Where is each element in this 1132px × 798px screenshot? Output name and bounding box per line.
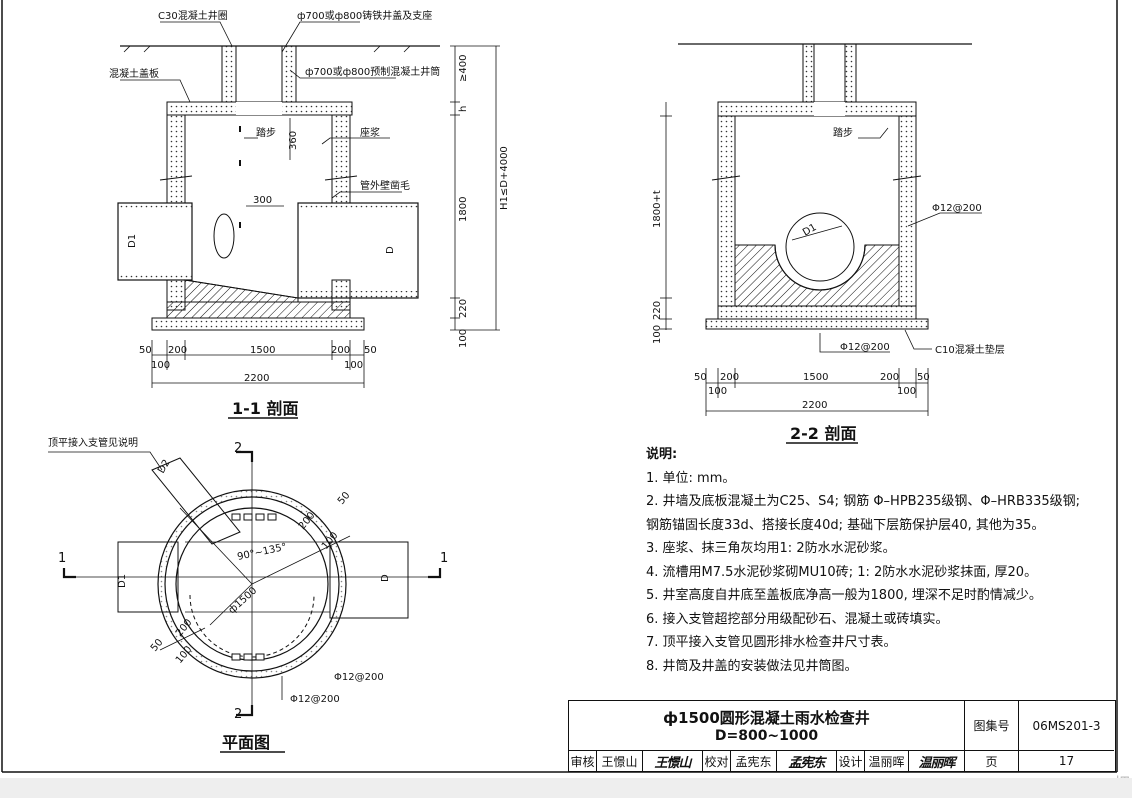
section-2-2-title: 2-2 剖面 [790, 424, 856, 443]
bottom-bar [0, 778, 1132, 798]
plan-title: 平面图 [222, 733, 270, 752]
dim2-b-200r: 200 [880, 372, 899, 383]
dim-b-200l: 200 [168, 345, 187, 356]
plan-rebar-1: Φ12@200 [334, 672, 384, 683]
label-c10-cushion: C10混凝土垫层 [935, 343, 1005, 356]
review-label: 审核 [569, 751, 597, 771]
label-c30-ring: C30混凝土井圈 [158, 9, 228, 22]
label-rebar-2a: Φ12@200 [932, 203, 982, 214]
dim-b-50r: 50 [364, 345, 377, 356]
plan-D2: D2 [156, 458, 173, 476]
dim-1800: 1800 [458, 197, 469, 222]
dim-400: ≥400 [458, 55, 469, 82]
dim-h: h [458, 106, 469, 112]
cut-mark-1-left: 1 [58, 551, 66, 566]
label-concrete-slab: 混凝土盖板 [109, 67, 159, 80]
label-mortar: 座浆 [360, 126, 380, 139]
notes-block: 说明: 1. 单位: mm。 2. 井墙及底板混凝土为C25、S4; 钢筋 Φ–… [646, 443, 1106, 678]
design-name: 温丽晖 [865, 751, 909, 771]
cut-mark-1-right: 1 [440, 551, 448, 566]
plan-D1: D1 [117, 574, 128, 588]
dim-1800t: 1800+t [652, 190, 663, 228]
dim-300: 300 [253, 195, 272, 206]
drawing-subtitle: D=800~1000 [714, 728, 819, 744]
dim-H1: H1≤D+4000 [499, 146, 510, 210]
plan-diameter: ф1500 [227, 585, 260, 616]
note-4: 4. 流槽用M7.5水泥砂浆砌MU10砖; 1: 2防水水泥砂浆抹面, 厚20。 [646, 564, 1038, 580]
note-7: 7. 顶平接入支管见圆形排水检查井尺寸表。 [646, 635, 897, 650]
check-signature: 孟宪东 [777, 751, 837, 771]
check-label: 校对 [703, 751, 731, 771]
note-3: 3. 座浆、抹三角灰均用1: 2防水水泥砂浆。 [646, 541, 896, 556]
plan-angle: 90°~135° [236, 542, 287, 563]
dim2-total: 2200 [802, 400, 827, 411]
note-8: 8. 井筒及井盖的安装做法见井筒图。 [646, 658, 858, 674]
label-precast-barrel: ф700或ф800预制混凝土井筒 [305, 65, 440, 78]
atlas-label: 图集号 [965, 701, 1019, 751]
dim2-b-50r: 50 [917, 372, 930, 383]
note-5: 5. 井室高度自井底至盖板底净高一般为1800, 埋深不足时酌情减少。 [646, 588, 1042, 603]
note-1: 1. 单位: mm。 [646, 470, 736, 486]
dim-100: 100 [458, 329, 469, 348]
label-top-branch: 顶平接入支管见说明 [48, 436, 138, 449]
drawing-title: ф1500圆形混凝土雨水检查井 [663, 709, 870, 727]
note-2: 2. 井墙及底板混凝土为C25、S4; 钢筋 Φ–HPB235级钢、Φ–HRB3… [646, 494, 1081, 509]
plan-dim-50a: 50 [336, 490, 353, 507]
dim2-b-50l: 50 [694, 372, 707, 383]
review-name: 王憬山 [597, 751, 643, 771]
dim-b-50l: 50 [139, 345, 152, 356]
dim-total: 2200 [244, 373, 269, 384]
title-block-title: ф1500圆形混凝土雨水检查井 D=800~1000 [569, 701, 965, 751]
dim-b-100r: 100 [344, 360, 363, 371]
note-2-cont: 钢筋锚固长度33d、搭接长度40d; 基础下层筋保护层40, 其他为35。 [646, 517, 1045, 533]
label-rebar-2b: Φ12@200 [840, 342, 890, 353]
page-number: 17 [1058, 754, 1075, 768]
section-2-2 [660, 43, 982, 444]
dim-b-1500: 1500 [250, 345, 275, 356]
label-cast-iron-cover: ф700或ф800铸铁井盖及支座 [297, 9, 432, 22]
pipe-D1: D1 [127, 234, 138, 248]
label-step-1: 踏步 [256, 126, 276, 139]
section-1-1-title: 1-1 剖面 [232, 399, 298, 418]
dim-b-100l: 100 [151, 360, 170, 371]
atlas-number: 06MS201-3 [1019, 701, 1114, 751]
dim-100-2: 100 [652, 325, 663, 344]
section-1-1 [117, 21, 500, 419]
plan-view [48, 450, 442, 753]
check-name: 孟宪东 [731, 751, 777, 771]
dim-220-2: 220 [652, 301, 663, 320]
dim2-b-200l: 200 [720, 372, 739, 383]
dim-b-200r: 200 [331, 345, 350, 356]
cut-mark-2-bottom: 2 [234, 707, 242, 722]
page-label: 页 [965, 751, 1019, 771]
plan-rebar-2: Φ12@200 [290, 694, 340, 705]
review-signature: 王憬山 [643, 751, 703, 771]
pipe-D: D [385, 246, 396, 254]
design-label: 设计 [837, 751, 865, 771]
label-step-2: 踏步 [833, 126, 853, 139]
title-block: ф1500圆形混凝土雨水检查井 D=800~1000 图集号 06MS201-3… [568, 700, 1116, 772]
cut-mark-2-top: 2 [234, 441, 242, 456]
dim-360: 360 [288, 131, 299, 150]
dim2-b-100l: 100 [708, 386, 727, 397]
plan-dim-50b: 50 [149, 637, 166, 654]
plan-dim-200b: 200 [174, 617, 195, 639]
dim2-b-1500: 1500 [803, 372, 828, 383]
plan-D: D [380, 574, 391, 582]
dim2-b-100r: 100 [897, 386, 916, 397]
notes-title: 说明: [646, 447, 678, 462]
note-6: 6. 接入支管超挖部分用级配砂石、混凝土或砖填实。 [646, 611, 949, 627]
design-signature: 温丽晖 [909, 751, 965, 771]
label-roughen: 管外壁凿毛 [360, 179, 410, 192]
dim-220: 220 [458, 299, 469, 318]
